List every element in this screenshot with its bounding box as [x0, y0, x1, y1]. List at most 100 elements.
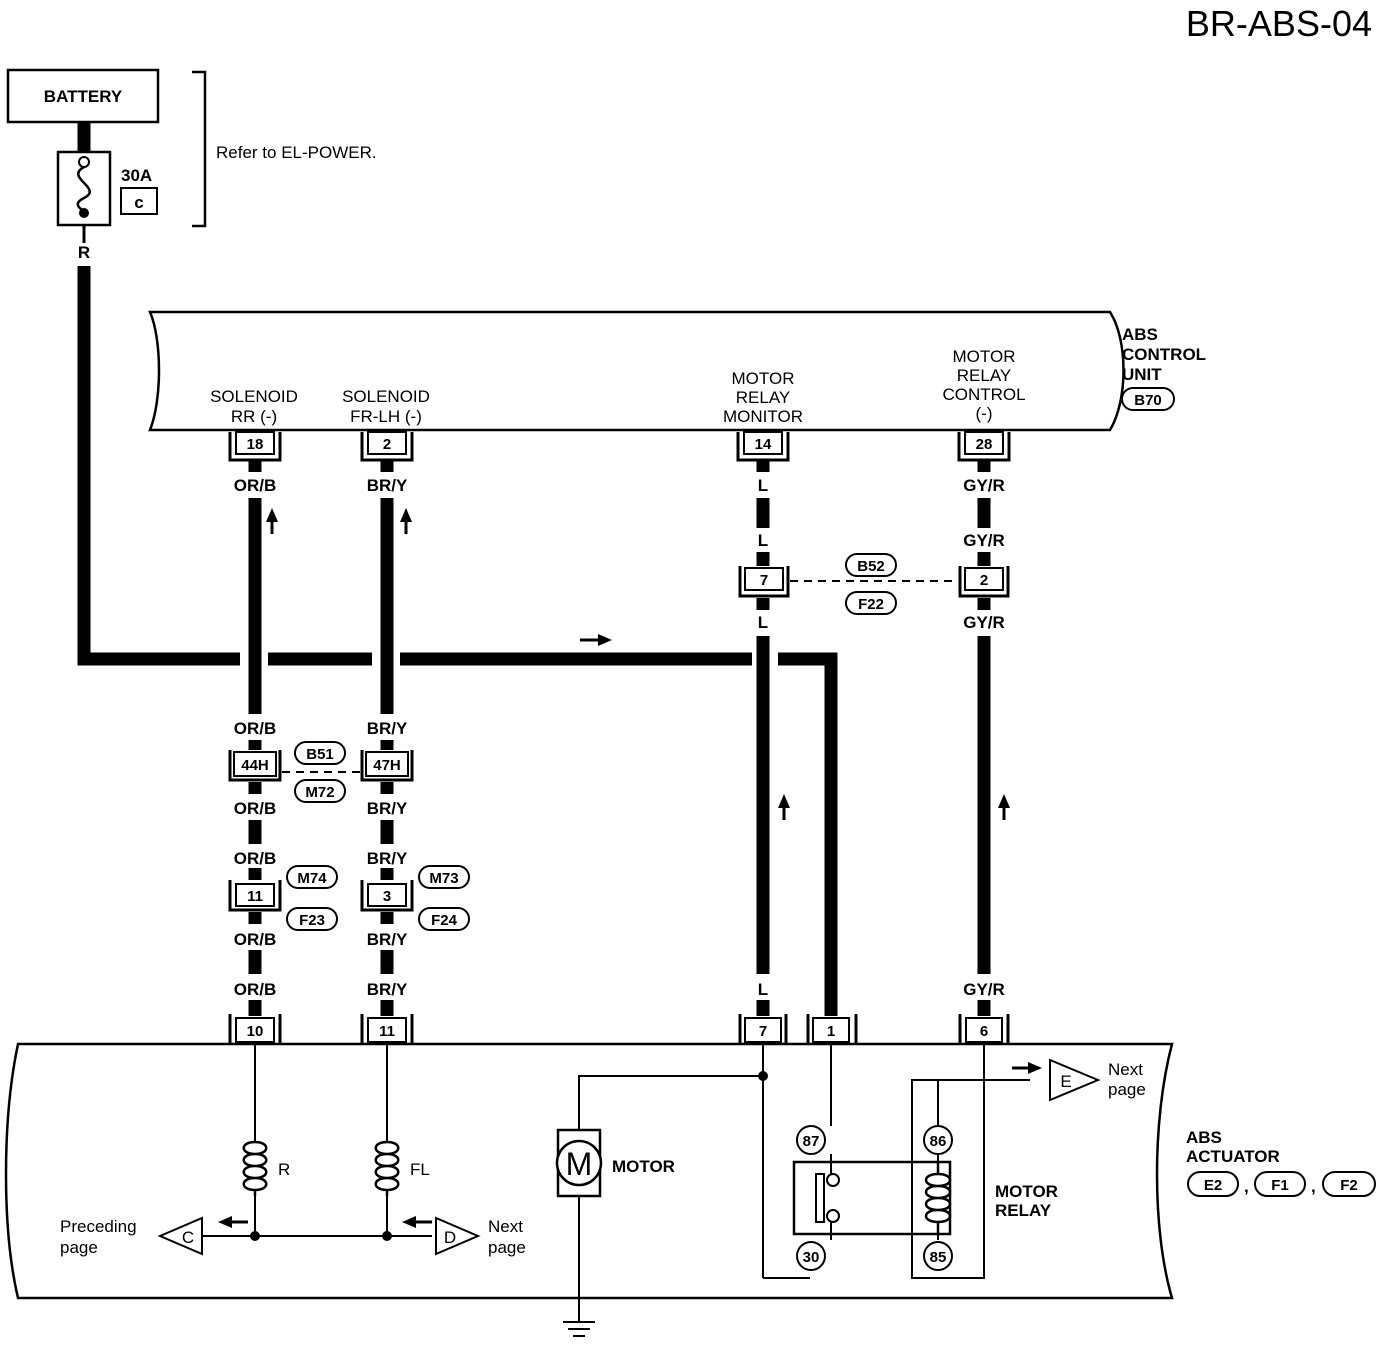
connector-id: F22 — [858, 596, 884, 613]
actuator-label-line: ACTUATOR — [1186, 1147, 1280, 1166]
terminal-name: FR-LH (-) — [350, 407, 422, 426]
control-unit-label-line: CONTROL — [1122, 345, 1206, 364]
solenoid-coil-icon — [242, 1140, 268, 1196]
connector-id: F24 — [431, 912, 458, 929]
relay-switch-icon — [815, 1173, 840, 1223]
battery-label: BATTERY — [44, 87, 123, 106]
motor-icon: M — [555, 1128, 603, 1198]
joint-connector-m74: OR/B 11 M74 F23 OR/B — [228, 849, 338, 949]
actuator-pin-6: 6 — [958, 1014, 1010, 1044]
actuator-pin-11: 11 — [360, 1014, 414, 1044]
pin-number: 7 — [759, 1023, 767, 1040]
wire-color: L — [758, 613, 768, 632]
motor-symbol: M — [566, 1146, 593, 1182]
pin-number: 47H — [373, 757, 401, 774]
connector-id: E2 — [1204, 1177, 1222, 1194]
joint-connector-b51: OR/B BR/Y 44H 47H B51 M72 OR/B BR/Y — [228, 719, 414, 818]
abs-control-unit: ABS CONTROL UNIT B70 SOLENOID RR (-) SOL… — [148, 310, 1206, 432]
pin-number: 11 — [247, 888, 263, 905]
reference-bracket — [192, 70, 207, 228]
actuator-outline — [4, 1042, 1174, 1300]
control-unit-outline — [148, 310, 1125, 432]
actuator-pin-7: 7 — [738, 1014, 788, 1044]
connector-id: B52 — [857, 558, 885, 575]
terminal-name: SOLENOID — [210, 387, 298, 406]
motor-label: MOTOR — [612, 1157, 675, 1176]
connector-separator: , — [1244, 1177, 1249, 1196]
link-text: Next — [1108, 1060, 1143, 1079]
pin-number: 10 — [247, 1023, 264, 1040]
link-letter: D — [444, 1228, 456, 1247]
wire-color: L — [758, 980, 768, 999]
abs-actuator: ABS ACTUATOR E2 , F1 , F2 — [4, 1042, 1376, 1300]
wire-color: OR/B — [234, 476, 277, 495]
internal-wiring — [200, 1044, 1030, 1322]
connector-id: F2 — [1340, 1177, 1358, 1194]
ecu-pin-28: 28 — [957, 431, 1011, 462]
pin-number: 3 — [383, 888, 391, 905]
wire-color: R — [825, 980, 837, 999]
connector-id: M74 — [297, 870, 327, 887]
fuse-id-box — [120, 187, 158, 215]
ecu-pin-18: 18 — [228, 431, 282, 462]
link-letter: E — [1060, 1072, 1071, 1091]
pin-number: 2 — [980, 572, 988, 589]
link-text: page — [1108, 1080, 1146, 1099]
link-c-preceding: C Preceding page — [60, 1216, 248, 1257]
wire-color: L — [758, 476, 768, 495]
page-code: BR-ABS-04 — [1186, 3, 1372, 44]
solenoid-coil-icon — [374, 1140, 400, 1196]
relay-pin: 87 — [803, 1133, 820, 1150]
fuse-id: c — [134, 193, 143, 212]
relay-label-line: RELAY — [995, 1201, 1052, 1220]
pin-number: 6 — [980, 1023, 988, 1040]
junction-dot — [250, 1231, 260, 1241]
terminal-name: (-) — [976, 404, 993, 423]
connector-separator: , — [1311, 1177, 1316, 1196]
wire-color: BR/Y — [367, 476, 408, 495]
joint-connector-m73: BR/Y 3 M73 F24 BR/Y — [360, 849, 470, 949]
actuator-pin-10: 10 — [228, 1014, 282, 1044]
fuse-icon — [76, 156, 92, 218]
main-power-wire — [77, 266, 838, 1000]
terminal-name: MOTOR — [953, 347, 1016, 366]
battery-section: BATTERY 30A c Refer to EL-POWER. R — [6, 68, 377, 262]
wire-color: GY/R — [963, 531, 1005, 550]
pin-number: 2 — [383, 436, 391, 453]
actuator-label-line: ABS — [1186, 1128, 1222, 1147]
wire-color: GY/R — [963, 980, 1005, 999]
motor-relay: 87 86 30 85 — [792, 1125, 953, 1271]
wire-color: BR/Y — [367, 980, 408, 999]
flow-arrow-icon — [402, 1216, 416, 1228]
wire-color: OR/B — [234, 980, 277, 999]
connector-badge — [1121, 387, 1175, 411]
control-unit-label-line: UNIT — [1122, 365, 1162, 384]
flow-arrow-icon — [266, 508, 1010, 820]
wire-color: BR/Y — [367, 799, 408, 818]
ecu-pin-14: 14 — [736, 431, 790, 462]
pin-number: 1 — [827, 1023, 835, 1040]
link-text: page — [60, 1238, 98, 1257]
ground-icon — [563, 1321, 595, 1337]
terminal-name: RELAY — [957, 366, 1012, 385]
pin-number: 28 — [976, 436, 993, 453]
wire-color: GY/R — [963, 613, 1005, 632]
ecu-pin-2: 2 — [360, 431, 414, 462]
junction-dot — [382, 1231, 392, 1241]
actuator-pin-1: 1 — [806, 1014, 858, 1044]
fuse-rating: 30A — [121, 166, 152, 185]
reference-text: Refer to EL-POWER. — [216, 143, 377, 162]
link-d-next: D Next page — [402, 1216, 526, 1257]
relay-pin: 85 — [930, 1249, 947, 1266]
relay-coil-icon — [924, 1162, 952, 1234]
terminal-name: RELAY — [736, 388, 791, 407]
pin-number: 18 — [247, 436, 264, 453]
terminal-name: CONTROL — [942, 385, 1025, 404]
connector-id: F1 — [1271, 1177, 1289, 1194]
wire-color: OR/B — [234, 799, 277, 818]
link-text: Preceding — [60, 1217, 137, 1236]
wire-segments — [248, 460, 991, 1016]
wire-color: BR/Y — [367, 849, 408, 868]
connector-id: B51 — [306, 746, 334, 763]
